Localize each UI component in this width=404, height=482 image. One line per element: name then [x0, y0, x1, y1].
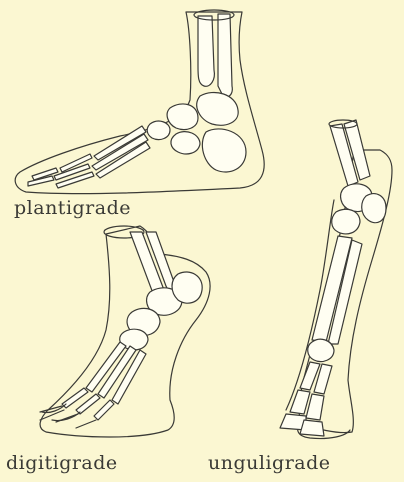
plantigrade-toe-bones [28, 126, 150, 188]
digitigrade-label: digitigrade [6, 452, 118, 474]
unguligrade-toe-bones [280, 339, 334, 436]
plantigrade-foot-drawing [15, 10, 264, 194]
digitigrade-toe-bones [40, 342, 146, 428]
unguligrade-tarsal-bones [332, 184, 386, 234]
plantigrade-leg-bones [194, 10, 234, 97]
plantigrade-tarsal-bones [147, 92, 246, 172]
unguligrade-label: unguligrade [208, 452, 331, 474]
plantigrade-label: plantigrade [14, 197, 131, 219]
unguligrade-foot-drawing [280, 120, 392, 439]
digitigrade-foot-drawing [40, 226, 210, 437]
unguligrade-leg-bones [329, 120, 370, 186]
